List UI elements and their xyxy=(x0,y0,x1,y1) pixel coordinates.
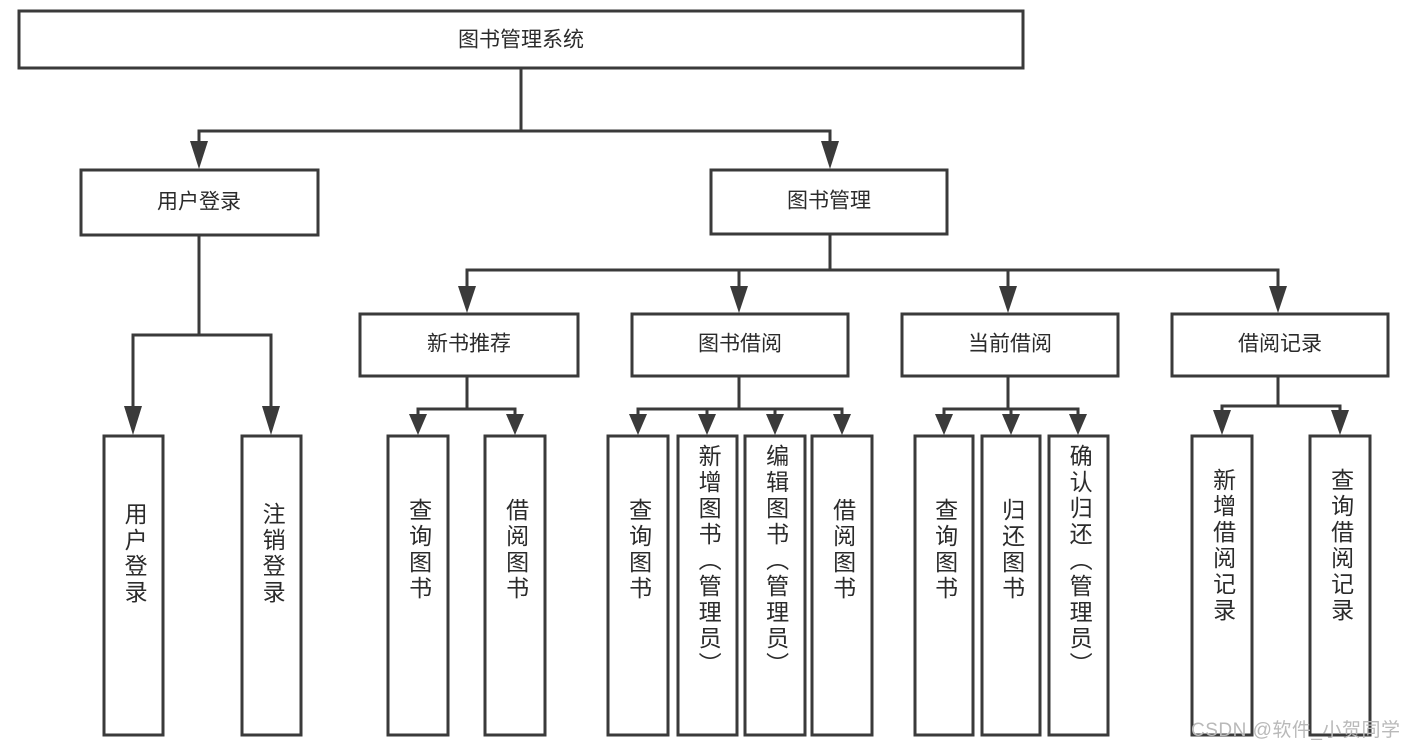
arrow-head-borrow-record xyxy=(1269,286,1287,313)
arrow-head-new-book-recommend xyxy=(458,286,476,313)
node-borrow-record[interactable]: 借阅记录 xyxy=(1170,312,1390,378)
arrow-head-book-borrow xyxy=(730,286,748,313)
node-current-borrow-label: 当前借阅 xyxy=(968,333,1052,356)
node-book-borrow-label: 图书借阅 xyxy=(698,333,782,356)
arrow-head-leaf-query-book-3 xyxy=(935,414,953,435)
node-leaf-query-book-1-box[interactable] xyxy=(386,434,450,737)
arrow-head-current-borrow xyxy=(999,286,1017,313)
arrow-head-leaf-user-login xyxy=(124,406,142,435)
node-leaf-return-book-box[interactable] xyxy=(980,434,1042,737)
node-leaf-borrow-book-1-box[interactable] xyxy=(483,434,547,737)
arrow-head-book-management xyxy=(821,141,839,169)
node-new-book-recommend-box[interactable] xyxy=(358,312,580,378)
node-leaf-add-book-box[interactable] xyxy=(676,434,739,737)
node-leaf-query-book-2-box[interactable] xyxy=(606,434,670,737)
node-book-management-label: 图书管理 xyxy=(787,190,871,213)
arrow-head-leaf-borrow-book-1 xyxy=(506,414,524,435)
node-book-management-box[interactable] xyxy=(709,168,949,236)
arrow-head-leaf-query-book-2 xyxy=(629,414,647,435)
watermark-label: CSDN @软件_小贺同学 xyxy=(1191,720,1401,741)
node-leaf-query-record-box[interactable] xyxy=(1308,434,1372,737)
node-new-book-recommend[interactable]: 新书推荐 xyxy=(358,312,580,378)
node-borrow-record-label: 借阅记录 xyxy=(1238,333,1322,356)
node-user-login-label: 用户登录 xyxy=(157,191,241,214)
node-leaf-borrow-book-2-box[interactable] xyxy=(810,434,874,737)
arrow-head-leaf-return-book xyxy=(1002,414,1020,435)
arrow-head-leaf-query-record xyxy=(1331,410,1349,435)
node-leaf-add-record-box[interactable] xyxy=(1190,434,1254,737)
leaf-box-layer xyxy=(102,434,1372,737)
node-title-box[interactable] xyxy=(17,9,1025,70)
node-title-label: 图书管理系统 xyxy=(458,29,584,52)
arrow-head-leaf-add-book xyxy=(698,414,716,435)
node-current-borrow[interactable]: 当前借阅 xyxy=(900,312,1120,378)
arrow-head-leaf-query-book-1 xyxy=(409,414,427,435)
node-new-book-recommend-label: 新书推荐 xyxy=(427,333,511,356)
arrow-head-leaf-logout xyxy=(262,406,280,435)
node-leaf-confirm-return-box[interactable] xyxy=(1047,434,1110,737)
node-user-login[interactable]: 用户登录 xyxy=(79,168,320,237)
arrow-head-leaf-confirm-return xyxy=(1069,414,1087,435)
node-borrow-record-box[interactable] xyxy=(1170,312,1390,378)
arrow-head-leaf-edit-book xyxy=(766,414,784,435)
connector-layer xyxy=(124,66,1349,435)
arrow-head-user-login xyxy=(190,141,208,169)
arrow-head-leaf-borrow-book-2 xyxy=(833,414,851,435)
node-book-borrow[interactable]: 图书借阅 xyxy=(630,312,850,378)
node-user-login-box[interactable] xyxy=(79,168,320,237)
node-book-management[interactable]: 图书管理 xyxy=(709,168,949,236)
node-leaf-user-login-box[interactable] xyxy=(102,434,165,737)
node-leaf-logout-box[interactable] xyxy=(240,434,303,737)
node-current-borrow-box[interactable] xyxy=(900,312,1120,378)
node-title[interactable]: 图书管理系统 xyxy=(17,9,1025,70)
node-leaf-query-book-3-box[interactable] xyxy=(913,434,975,737)
arrow-head-leaf-add-record xyxy=(1213,410,1231,435)
node-book-borrow-box[interactable] xyxy=(630,312,850,378)
node-leaf-edit-book-box[interactable] xyxy=(743,434,807,737)
